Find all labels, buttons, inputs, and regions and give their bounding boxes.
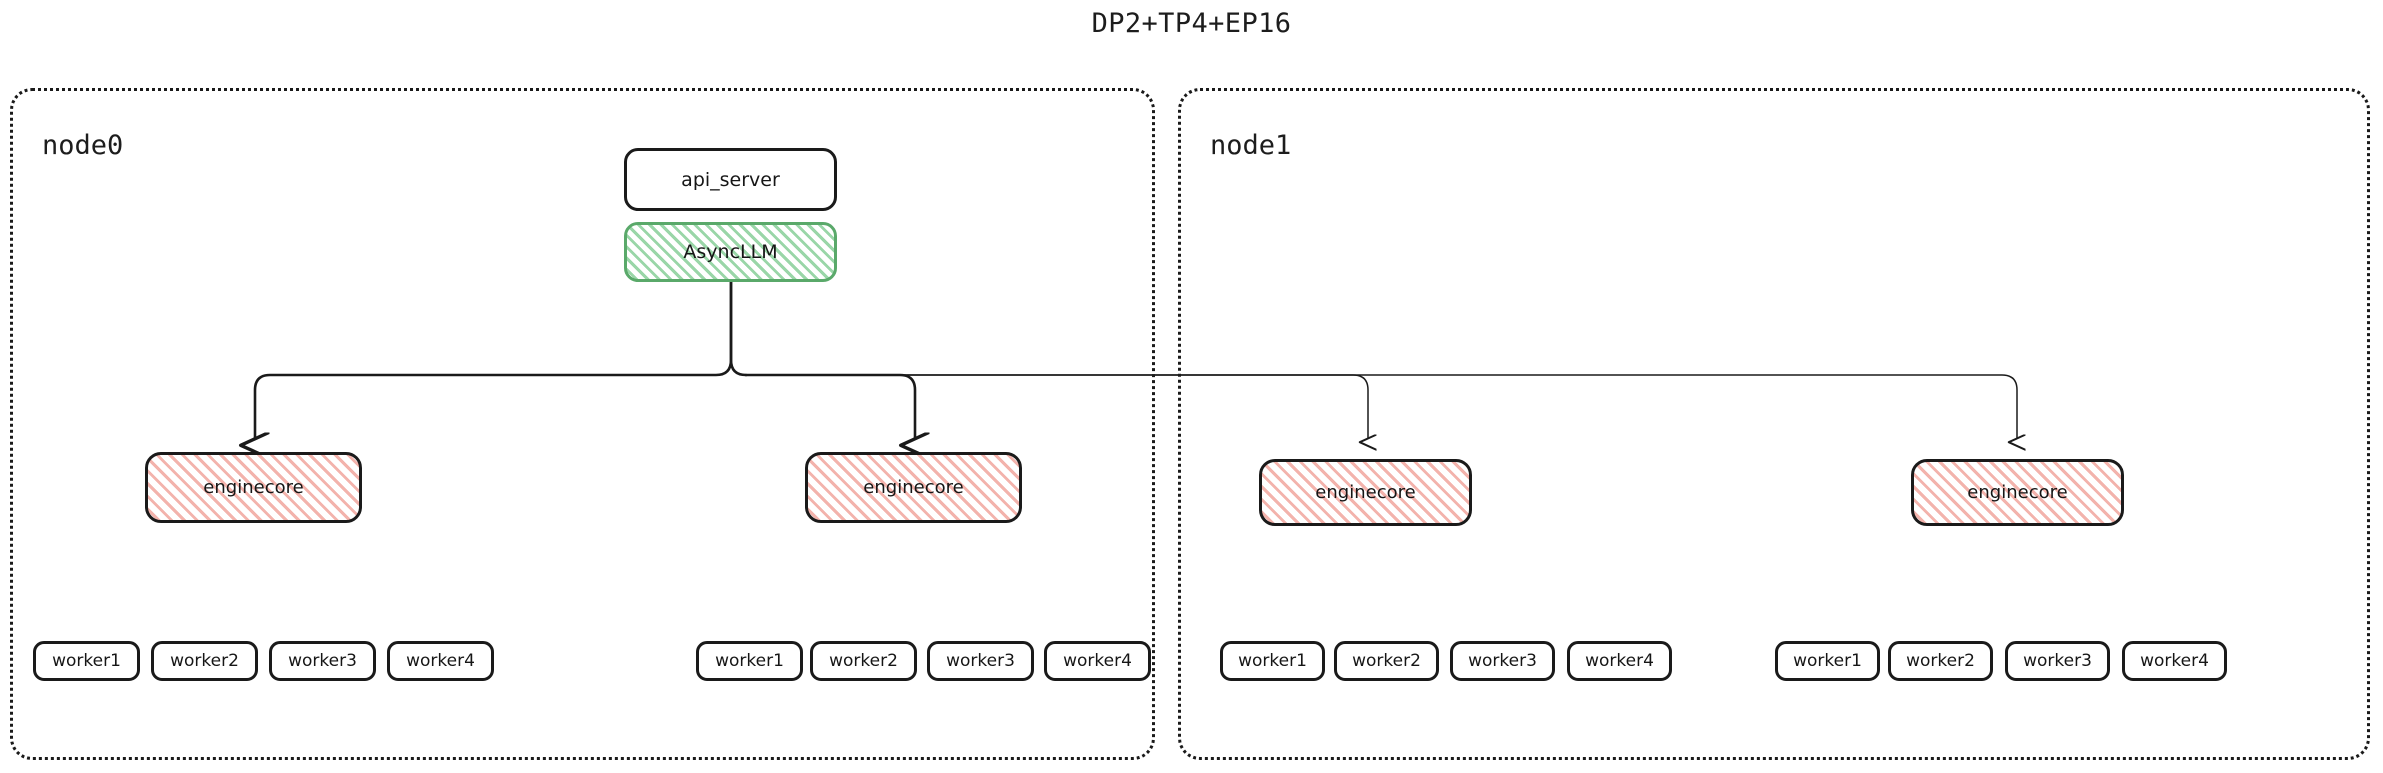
worker-box[interactable]: worker1 [1775, 641, 1880, 681]
worker-box[interactable]: worker2 [810, 641, 917, 681]
worker-box[interactable]: worker1 [696, 641, 803, 681]
worker-box[interactable]: worker3 [2005, 641, 2110, 681]
enginecore-box[interactable]: enginecore [805, 452, 1022, 523]
worker-box[interactable]: worker1 [1220, 641, 1325, 681]
worker-box[interactable]: worker1 [33, 641, 140, 681]
enginecore-box[interactable]: enginecore [145, 452, 362, 523]
worker-box[interactable]: worker2 [1888, 641, 1993, 681]
node-label-node0: node0 [42, 130, 124, 161]
node-label-node1: node1 [1210, 130, 1292, 161]
enginecore-box[interactable]: enginecore [1259, 459, 1472, 526]
worker-box[interactable]: worker4 [2122, 641, 2227, 681]
enginecore-box[interactable]: enginecore [1911, 459, 2124, 526]
worker-box[interactable]: worker4 [1044, 641, 1151, 681]
page-title: DP2+TP4+EP16 [1091, 8, 1292, 39]
worker-box[interactable]: worker4 [1567, 641, 1672, 681]
worker-box[interactable]: worker2 [1334, 641, 1439, 681]
worker-box[interactable]: worker3 [269, 641, 376, 681]
worker-box[interactable]: worker3 [927, 641, 1034, 681]
async-llm-box[interactable]: AsyncLLM [624, 222, 837, 282]
worker-box[interactable]: worker3 [1450, 641, 1555, 681]
api-server-box[interactable]: api_server [624, 148, 837, 211]
worker-box[interactable]: worker2 [151, 641, 258, 681]
worker-box[interactable]: worker4 [387, 641, 494, 681]
